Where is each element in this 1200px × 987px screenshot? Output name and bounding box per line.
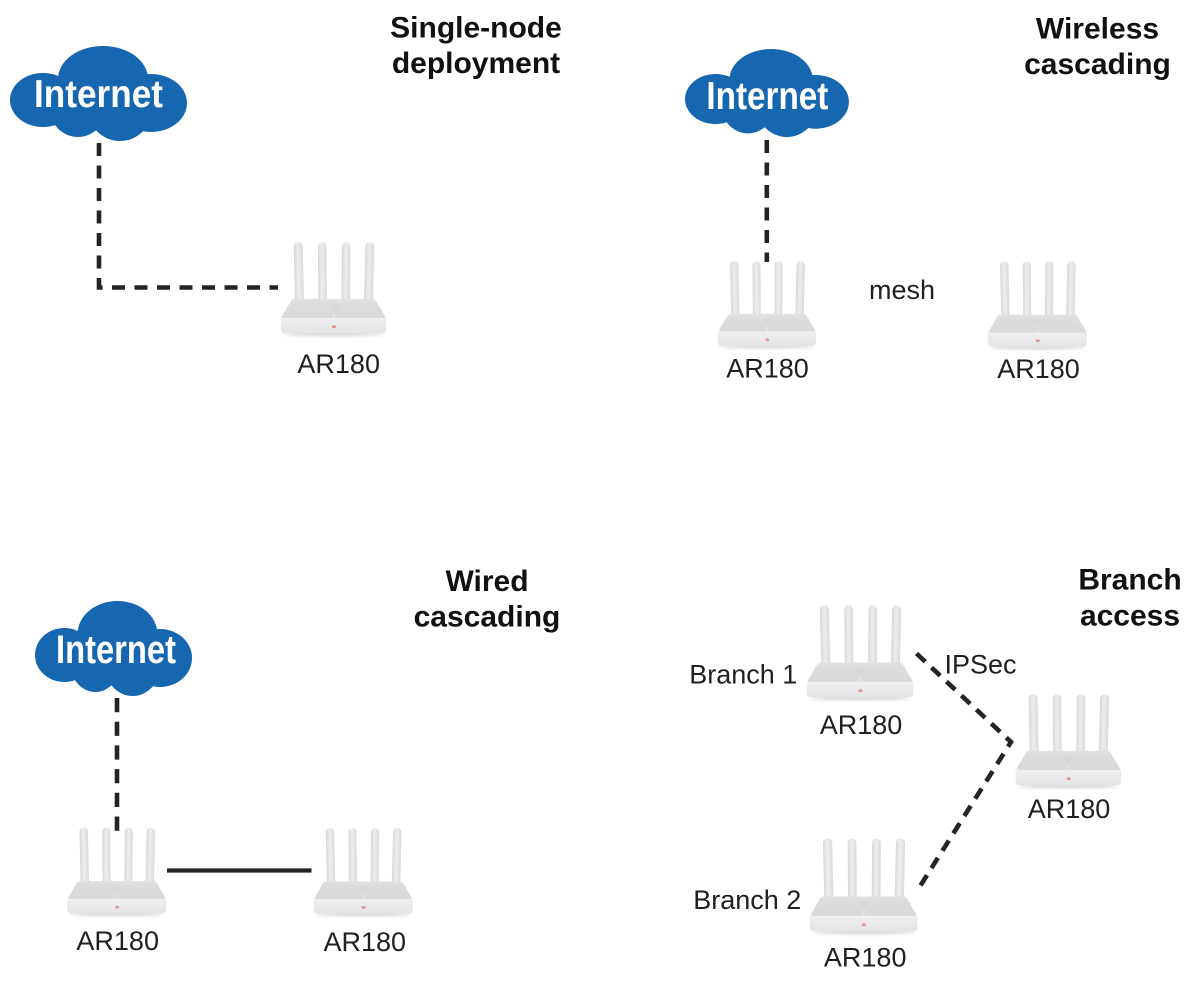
svg-text:AR180: AR180 xyxy=(324,927,407,957)
svg-text:AR180: AR180 xyxy=(297,349,380,379)
svg-text:Single-node: Single-node xyxy=(390,12,562,45)
svg-text:Branch 1: Branch 1 xyxy=(689,659,797,689)
svg-text:access: access xyxy=(1080,600,1180,633)
svg-text:mesh: mesh xyxy=(869,275,935,305)
svg-text:AR180: AR180 xyxy=(997,354,1080,384)
svg-text:AR180: AR180 xyxy=(824,943,907,973)
svg-text:Branch: Branch xyxy=(1078,564,1181,597)
svg-text:Branch 2: Branch 2 xyxy=(693,885,801,915)
svg-text:Wireless: Wireless xyxy=(1036,13,1159,46)
svg-text:AR180: AR180 xyxy=(1028,794,1111,824)
svg-text:Internet: Internet xyxy=(706,75,828,118)
svg-text:IPSec: IPSec xyxy=(944,650,1016,680)
svg-text:AR180: AR180 xyxy=(76,926,159,956)
svg-text:deployment: deployment xyxy=(392,47,560,80)
svg-text:AR180: AR180 xyxy=(820,710,903,740)
svg-text:AR180: AR180 xyxy=(726,354,809,384)
svg-text:Internet: Internet xyxy=(34,73,163,116)
svg-text:Wired: Wired xyxy=(445,565,528,598)
svg-text:cascading: cascading xyxy=(414,601,561,634)
svg-text:Internet: Internet xyxy=(56,628,176,672)
svg-text:cascading: cascading xyxy=(1024,48,1171,81)
